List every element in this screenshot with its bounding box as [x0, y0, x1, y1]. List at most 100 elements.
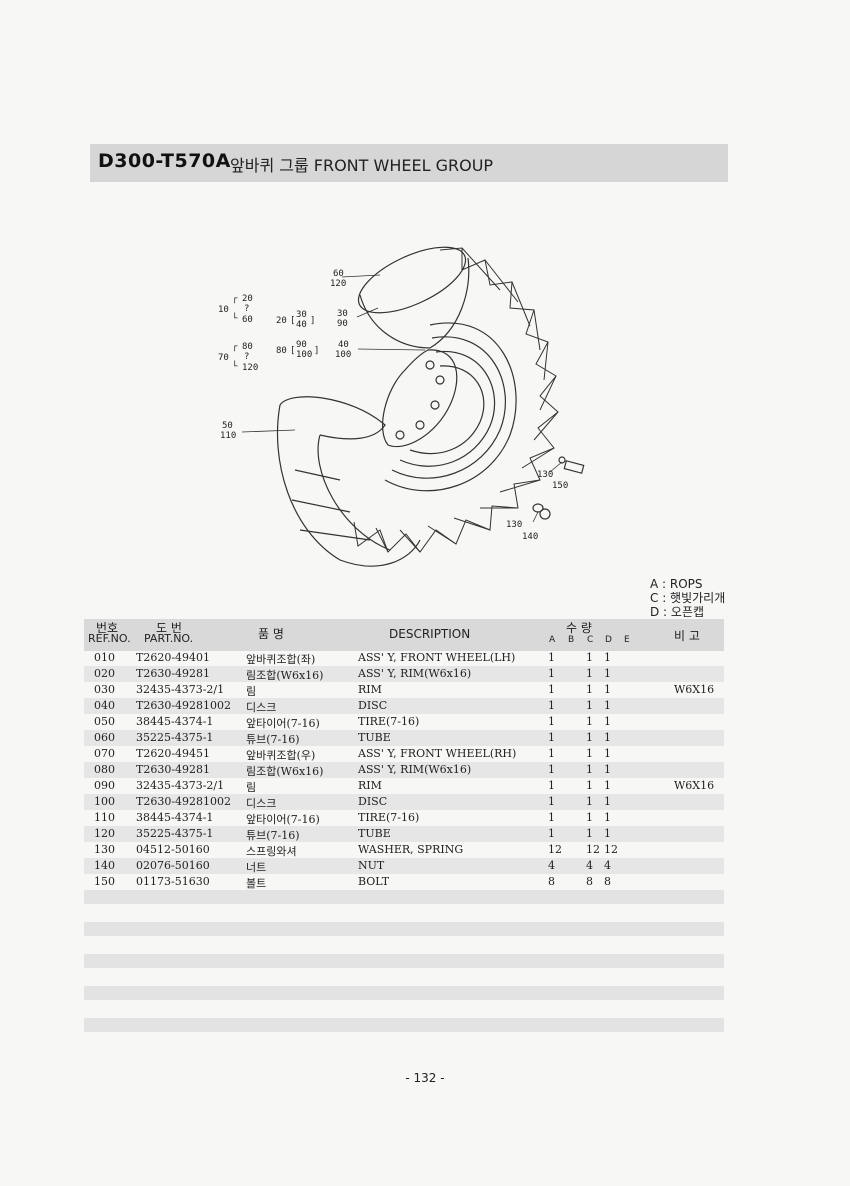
- blank-row: [84, 986, 724, 1000]
- cell-part: 32435-4373-2/1: [136, 779, 225, 792]
- callout-120: 120: [330, 279, 346, 289]
- cell-d: 1: [604, 683, 611, 696]
- cell-part: 38445-4374-1: [136, 811, 214, 824]
- cell-a: 1: [548, 763, 555, 776]
- cell-d: 1: [604, 715, 611, 728]
- callout-10-group: 10 ┌ └ 20 ? 60: [218, 294, 253, 325]
- callout-30: 30: [337, 309, 348, 319]
- callout-140: 140: [522, 532, 538, 542]
- cell-c: 8: [586, 875, 593, 888]
- cell-part: T2630-49281002: [136, 795, 232, 808]
- table-header: 번호 도 번 REF.NO. PART.NO. 품 명 DESCRIPTION …: [84, 619, 724, 651]
- cell-desc: BOLT: [358, 875, 390, 888]
- cell-part: 04512-50160: [136, 843, 210, 856]
- cell-name: 디스크: [246, 701, 277, 714]
- callout-110: 110: [220, 431, 236, 441]
- cell-c: 1: [586, 827, 593, 840]
- cell-part: 35225-4375-1: [136, 731, 214, 744]
- cell-name: 림조합(W6x16): [246, 669, 324, 682]
- cell-ref: 150: [94, 875, 115, 888]
- cell-desc: ASS' Y, FRONT WHEEL(LH): [358, 651, 516, 664]
- cell-ref: 010: [94, 651, 115, 664]
- cell-a: 1: [548, 667, 555, 680]
- cell-name: 림: [246, 685, 257, 698]
- cell-c: 1: [586, 779, 593, 792]
- cell-remark: W6X16: [674, 779, 715, 792]
- cell-name: 볼트: [246, 877, 267, 890]
- header-col-e: E: [624, 635, 630, 645]
- callout-70-from: 80: [242, 342, 253, 352]
- cell-c: 1: [586, 667, 593, 680]
- cell-ref: 120: [94, 827, 115, 840]
- cell-desc: TIRE(7-16): [358, 715, 420, 728]
- callout-70: 70: [218, 353, 229, 363]
- cell-desc: RIM: [358, 683, 382, 696]
- cell-d: 4: [604, 859, 611, 872]
- cell-name: 튜브(7-16): [246, 733, 300, 746]
- cell-name: 앞바퀴조합(우): [246, 749, 316, 762]
- cell-name: 디스크: [246, 797, 277, 810]
- cell-desc: TUBE: [358, 731, 391, 744]
- callout-10-to: 60: [242, 315, 253, 325]
- cell-desc: DISC: [358, 795, 388, 808]
- cell-part: T2630-49281: [136, 667, 211, 680]
- cell-part: T2620-49401: [136, 651, 211, 664]
- leader-lines: [241, 274, 563, 523]
- cell-d: 12: [604, 843, 618, 856]
- cell-c: 4: [586, 859, 593, 872]
- cell-desc: DISC: [358, 699, 388, 712]
- callout-20-b: 40: [296, 320, 307, 330]
- cell-ref: 100: [94, 795, 115, 808]
- wheel-disc: [382, 349, 458, 448]
- cell-a: 1: [548, 683, 555, 696]
- cell-d: 1: [604, 667, 611, 680]
- cell-a: 1: [548, 747, 555, 760]
- cell-c: 1: [586, 683, 593, 696]
- cell-desc: ASS' Y, RIM(W6x16): [358, 763, 472, 776]
- cell-ref: 040: [94, 699, 115, 712]
- cell-a: 4: [548, 859, 555, 872]
- cell-part: 35225-4375-1: [136, 827, 214, 840]
- callout-20-group: 20 [ 30 40 ]: [276, 310, 316, 330]
- cell-ref: 050: [94, 715, 115, 728]
- blank-row: [84, 890, 724, 904]
- cell-a: 8: [548, 875, 555, 888]
- cell-name: 림조합(W6x16): [246, 765, 324, 778]
- callout-60: 60: [333, 269, 344, 279]
- cell-ref: 090: [94, 779, 115, 792]
- cell-a: 1: [548, 731, 555, 744]
- cell-c: 1: [586, 747, 593, 760]
- legend-c: C : 햇빛가리개: [650, 591, 726, 605]
- callout-20-a: 30: [296, 310, 307, 320]
- cell-desc: TUBE: [358, 827, 391, 840]
- blank-row: [84, 922, 724, 936]
- callout-70-to: 120: [242, 363, 259, 373]
- header-col-d: D: [605, 635, 612, 645]
- cell-a: 1: [548, 651, 555, 664]
- callout-50: 50: [222, 421, 233, 431]
- cell-name: 앞바퀴조합(좌): [246, 653, 316, 666]
- callout-40: 40: [338, 340, 349, 350]
- header-col-c: C: [587, 635, 594, 645]
- cell-part: T2620-49451: [136, 747, 211, 760]
- cell-name: 앞타이어(7-16): [246, 813, 320, 826]
- cell-c: 1: [586, 651, 593, 664]
- page-number: - 132 -: [405, 1071, 445, 1085]
- cell-ref: 080: [94, 763, 115, 776]
- rim-tube-part: [357, 246, 470, 349]
- header-remark: 비 고: [674, 629, 700, 643]
- tire-cutaway: [276, 396, 421, 567]
- legend-a: A : ROPS: [650, 577, 703, 591]
- header-part-ko: 도 번: [156, 621, 182, 635]
- header-name-ko: 품 명: [258, 627, 284, 641]
- header-col-b: B: [568, 635, 575, 645]
- callout-80: 80: [276, 346, 287, 356]
- header-ref-ko: 번호: [96, 621, 119, 635]
- cell-c: 1: [586, 795, 593, 808]
- header-qty-ko: 수 량: [566, 621, 592, 635]
